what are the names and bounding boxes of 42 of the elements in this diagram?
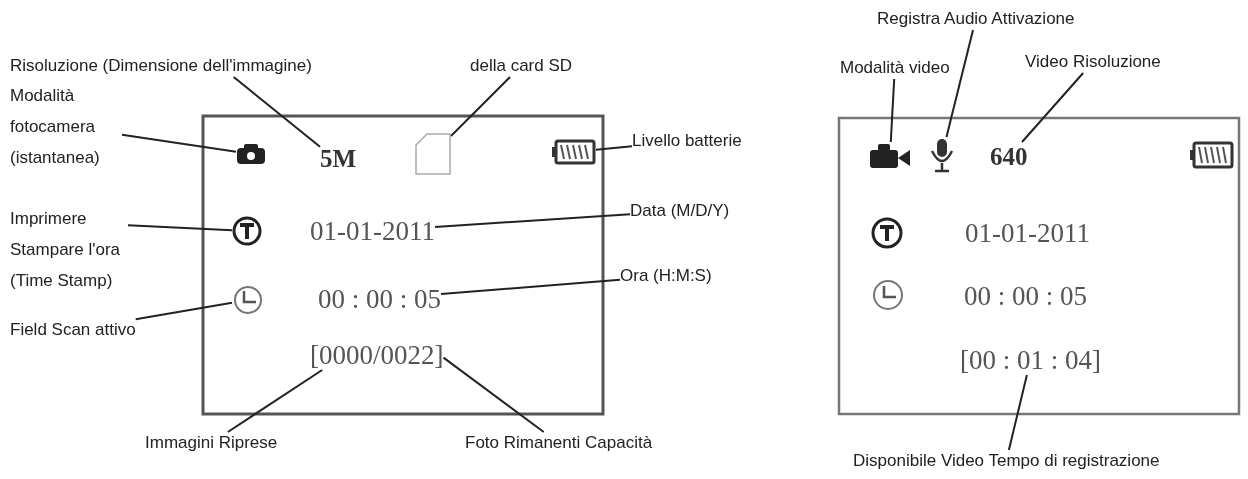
leader-line [1007, 374, 1028, 451]
callout-label: Imprimere Stampare l'ora (Time Stamp) [10, 203, 128, 296]
leader-line [232, 76, 321, 148]
screen-readout: 00 : 00 : 05 [318, 284, 441, 314]
leader-line [595, 145, 633, 151]
timestamp-icon [232, 216, 262, 246]
screen-readout: 01-01-2011 [965, 218, 1090, 248]
leader-line [1021, 72, 1085, 143]
microphone-icon [928, 137, 956, 173]
callout-label: della card SD [470, 55, 573, 77]
screen-readout: 01-01-2011 [310, 216, 435, 246]
callout-label: Ora (H:M:S) [620, 265, 712, 287]
leader-line [889, 78, 896, 143]
screen-readout: [0000/0022] [310, 340, 444, 370]
callout-label: Livello batterie [632, 130, 742, 152]
screen-readout: 00 : 00 : 05 [964, 281, 1087, 311]
camera-icon [870, 142, 910, 170]
leader-line [127, 224, 233, 232]
callout-label: Modalità video [840, 57, 950, 79]
screen-readout: 640 [990, 142, 1028, 172]
callout-label: Registra Audio Attivazione [877, 8, 1075, 30]
leader-line [945, 29, 975, 138]
leader-line [450, 76, 512, 137]
screen-readout: 5M [320, 144, 357, 174]
callout-label: Modalità fotocamera (istantanea) [10, 80, 122, 173]
leader-line [442, 356, 545, 433]
screen-readout: [00 : 01 : 04] [960, 345, 1101, 375]
callout-label: Disponibile Video Tempo di registrazione [853, 450, 1160, 472]
leader-line [434, 213, 631, 228]
callout-label: Risoluzione (Dimensione dell'immagine) [10, 55, 312, 77]
leader-line [134, 301, 233, 321]
callout-label: Video Risoluzione [1025, 51, 1161, 73]
camera-icon [236, 143, 266, 165]
callout-label: Immagini Riprese [145, 432, 278, 454]
sd-card-icon [415, 133, 451, 175]
battery-icon [552, 139, 596, 165]
leader-line [121, 133, 237, 153]
callout-label: Foto Rimanenti Capacità [465, 432, 653, 454]
callout-label: Data (M/D/Y) [630, 200, 730, 222]
callout-label: Field Scan attivo [10, 319, 136, 341]
clock-icon [232, 285, 264, 315]
leader-line [226, 369, 324, 433]
